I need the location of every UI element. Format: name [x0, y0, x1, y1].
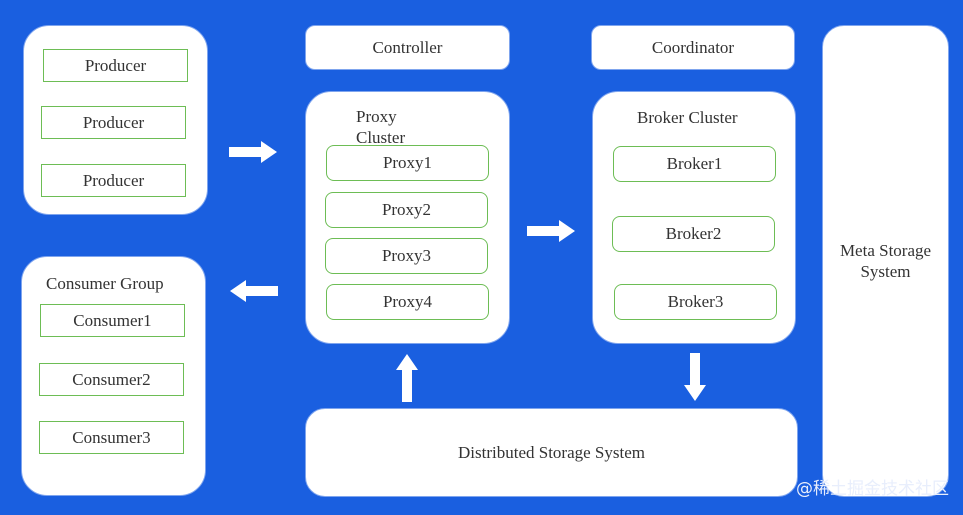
producer-label: Producer	[82, 170, 145, 190]
watermark-text: @稀土掘金技术社区	[796, 479, 949, 499]
down-arrow-icon	[684, 353, 706, 401]
consumer-label: Consumer1	[73, 310, 152, 330]
right-arrow-icon	[229, 141, 277, 163]
distributed-storage-label: Distributed Storage System	[458, 443, 645, 462]
proxy-cluster-title: Proxy Cluster	[356, 106, 405, 148]
broker-label: Broker2	[665, 224, 722, 243]
consumer-label: Consumer3	[72, 427, 151, 447]
coordinator-label: Coordinator	[651, 37, 735, 57]
proxy-box: Proxy1	[326, 145, 489, 181]
producer-label: Producer	[82, 112, 145, 132]
broker-box: Broker1	[613, 146, 776, 182]
proxy-label: Proxy3	[381, 246, 432, 265]
producer-label: Producer	[84, 55, 147, 75]
consumer-box: Consumer2	[39, 363, 184, 396]
controller-label: Controller	[372, 37, 443, 57]
consumer-box: Consumer1	[40, 304, 185, 337]
consumer-box: Consumer3	[39, 421, 184, 454]
proxy-cluster-title-line2: Cluster	[356, 128, 406, 147]
distributed-storage-panel: Distributed Storage System	[305, 408, 798, 497]
meta-storage-panel: Meta Storage System	[822, 25, 949, 497]
producer-box: Producer	[43, 49, 188, 82]
consumer-group-panel: Consumer Group Consumer1 Consumer2 Consu…	[21, 256, 206, 496]
proxy-box: Proxy2	[325, 192, 488, 228]
producer-panel: Producer Producer Producer	[23, 25, 208, 215]
proxy-cluster-title-line1: Proxy	[356, 107, 397, 126]
meta-storage-label: Meta Storage System	[823, 240, 948, 282]
consumer-group-title: Consumer Group	[46, 274, 164, 293]
proxy-label: Proxy4	[382, 292, 433, 311]
proxy-box: Proxy3	[325, 238, 488, 274]
right-arrow-icon	[527, 220, 575, 242]
proxy-label: Proxy2	[381, 200, 432, 219]
broker-box: Broker2	[612, 216, 775, 252]
proxy-box: Proxy4	[326, 284, 489, 320]
broker-cluster-panel: Broker Cluster Broker1 Broker2 Broker3	[592, 91, 796, 344]
controller-box: Controller	[305, 25, 510, 70]
left-arrow-icon	[230, 280, 278, 302]
producer-box: Producer	[41, 106, 186, 139]
broker-label: Broker1	[666, 154, 723, 173]
broker-label: Broker3	[667, 292, 724, 311]
proxy-label: Proxy1	[382, 153, 433, 172]
broker-cluster-title: Broker Cluster	[637, 108, 738, 127]
broker-box: Broker3	[614, 284, 777, 320]
coordinator-box: Coordinator	[591, 25, 795, 70]
up-arrow-icon	[396, 354, 418, 402]
meta-storage-label-line1: Meta Storage	[839, 241, 932, 260]
consumer-label: Consumer2	[72, 369, 151, 389]
proxy-cluster-panel: Proxy Cluster Proxy1 Proxy2 Proxy3 Proxy…	[305, 91, 510, 344]
producer-box: Producer	[41, 164, 186, 197]
meta-storage-label-line2: System	[860, 262, 911, 281]
